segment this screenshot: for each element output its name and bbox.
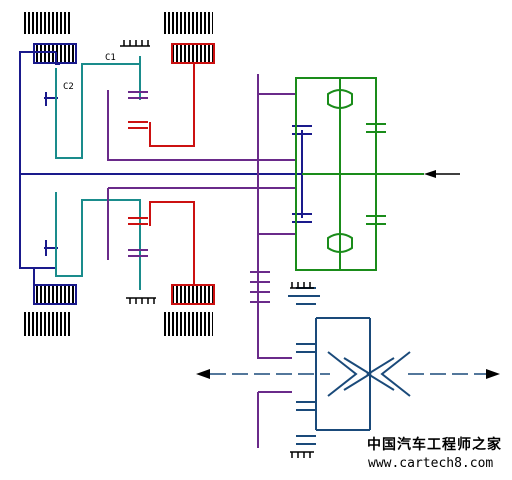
clutch-pack-top-red (171, 43, 215, 64)
housing-blocks (22, 12, 213, 336)
clutch-pack-bottom-blue (33, 284, 77, 305)
purple-carrier (107, 74, 296, 448)
ground-symbols (290, 282, 314, 458)
red-member (128, 64, 195, 286)
teal-member (55, 40, 156, 304)
housing-top-left (22, 12, 72, 34)
clutch-pack-bottom-red (171, 284, 215, 305)
housing-top-right (163, 12, 213, 34)
housing-bottom-left (22, 312, 72, 336)
differential (288, 287, 411, 445)
clutch-label-c1: C1 (105, 53, 116, 63)
green-planetary (295, 77, 424, 271)
clutch-label-c2: C2 (63, 82, 74, 92)
watermark-url: www.cartech8.com (368, 456, 494, 471)
input-arrow (424, 170, 460, 178)
output-shaft (196, 369, 500, 379)
watermark-text: 中国汽车工程师之家 (367, 437, 502, 453)
housing-bottom-right (163, 312, 213, 336)
